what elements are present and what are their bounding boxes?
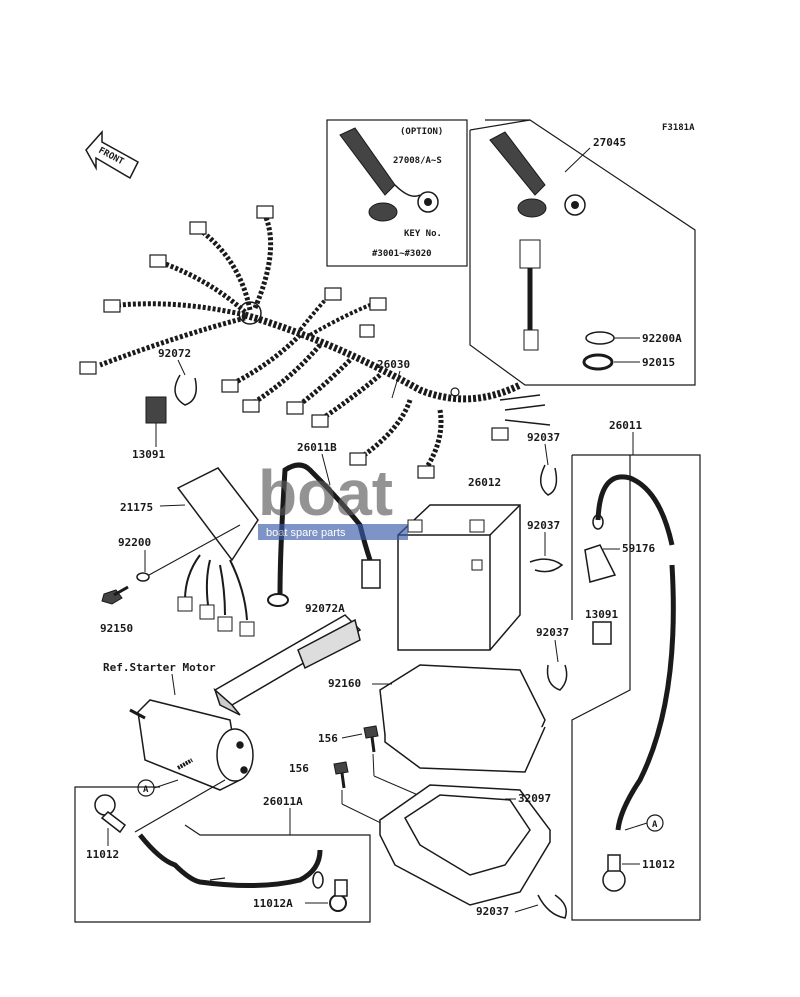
part-26011A: 26011A <box>263 795 303 808</box>
clamp-92072 <box>174 374 197 406</box>
option-box: (OPTION) 27008/A~S KEY No. #3001~#3020 <box>326 119 468 267</box>
main-wiring-harness <box>79 205 551 479</box>
watermark-tagline: boat spare parts <box>266 527 346 539</box>
marker-a-right-label: A <box>652 820 658 830</box>
part-27045: 27045 <box>593 136 626 149</box>
part-11012A: 11012A <box>253 897 293 910</box>
part-156-a: 156 <box>318 732 338 745</box>
boot-11012-left <box>94 794 127 834</box>
starter-motor <box>129 699 254 791</box>
clamp-92037-a <box>539 464 558 496</box>
bolt-156-a <box>363 725 379 753</box>
clamp-92037-b <box>529 558 564 573</box>
bolt-156-b <box>333 761 349 789</box>
part-92160: 92160 <box>328 677 361 690</box>
part-92072A: 92072A <box>305 602 345 615</box>
part-59176: 59176 <box>622 542 655 555</box>
part-92072-top: 92072 <box>158 347 191 360</box>
part-92150: 92150 <box>100 622 133 635</box>
option-title: (OPTION) <box>400 127 443 137</box>
boot-11012-right <box>602 854 626 892</box>
cushion-13091-left <box>145 396 167 424</box>
ref-starter-motor: Ref.Starter Motor <box>103 661 216 674</box>
part-13091-right: 13091 <box>585 608 618 621</box>
part-26012: 26012 <box>468 476 501 489</box>
starter-cable-box <box>74 779 371 923</box>
part-92037-d: 92037 <box>476 905 509 918</box>
part-92037-b: 92037 <box>527 519 560 532</box>
option-part-number: 27008/A~S <box>393 156 442 166</box>
figure-code: F3181A <box>662 123 695 133</box>
part-26011B: 26011B <box>297 441 337 454</box>
marker-a-left-label: A <box>143 785 149 795</box>
key-label: KEY No. <box>404 229 442 239</box>
watermark: boat boat spare parts <box>258 457 408 540</box>
part-26030: 26030 <box>377 358 410 371</box>
part-26011: 26011 <box>609 419 642 432</box>
part-92037-c: 92037 <box>536 626 569 639</box>
battery-cable-box <box>571 454 701 921</box>
boot-11012A <box>329 879 348 912</box>
part-92200: 92200 <box>118 536 151 549</box>
part-13091-left: 13091 <box>132 448 165 461</box>
part-156-b: 156 <box>289 762 309 775</box>
watermark-brand: boat <box>258 457 393 529</box>
regulator-21175 <box>176 467 259 637</box>
part-11012-right: 11012 <box>642 858 675 871</box>
battery-26012 <box>397 504 521 651</box>
bolt-92150 <box>101 585 129 605</box>
washer-92200 <box>136 572 150 582</box>
option-key-lanyard <box>339 127 439 222</box>
part-21175: 21175 <box>120 501 153 514</box>
key-switch-assembly-box: 27045 92200A 92015 <box>469 119 696 386</box>
part-11012-left: 11012 <box>86 848 119 861</box>
part-32097: 32097 <box>518 792 551 805</box>
clamp-92037-c <box>546 664 568 691</box>
part-92200A: 92200A <box>642 332 682 345</box>
key-range: #3001~#3020 <box>372 249 432 259</box>
clamp-92037-d <box>537 894 567 919</box>
front-arrow-icon: FRONT <box>85 130 139 180</box>
battery-case-32097 <box>379 784 551 906</box>
part-92037-a: 92037 <box>527 431 560 444</box>
strap-92072A <box>213 614 362 716</box>
pad-92160 <box>379 664 546 773</box>
part-92015: 92015 <box>642 356 675 369</box>
